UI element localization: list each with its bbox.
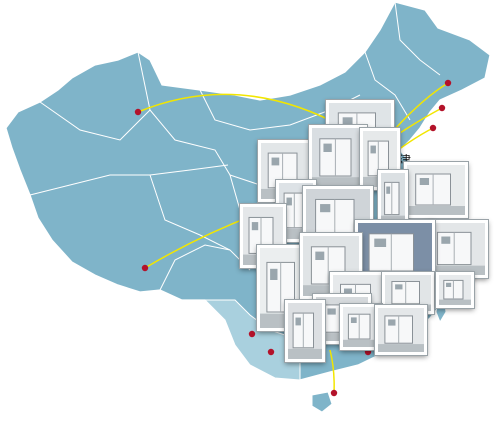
installation-photo [403,161,469,219]
marker-heilongjiang [444,79,452,87]
installation-photo [425,219,489,279]
installation-photo [374,304,428,356]
marker-guangdong [364,348,372,356]
marker-xizang [141,264,149,272]
installation-photo [308,124,368,192]
equipment-cabinet-icon [378,315,424,352]
marker-yunnan [248,330,256,338]
marker-xinjiang [134,108,142,116]
equipment-cabinet-icon [407,173,465,215]
southern-region [203,299,301,381]
equipment-cabinet-icon [288,312,322,359]
equipment-cabinet-icon [439,279,471,305]
equipment-cabinet-icon [312,138,364,188]
installation-photo [284,299,326,363]
hainan-island [311,391,333,413]
equipment-cabinet-icon [343,313,379,347]
installation-photo [435,271,475,309]
equipment-cabinet-icon [429,231,485,275]
marker-guangxi [267,348,275,356]
marker-liaoning [429,124,437,132]
city-markers [134,79,452,397]
marker-jilin [438,104,446,112]
equipment-cabinet-icon [381,181,405,225]
marker-hainan [330,389,338,397]
